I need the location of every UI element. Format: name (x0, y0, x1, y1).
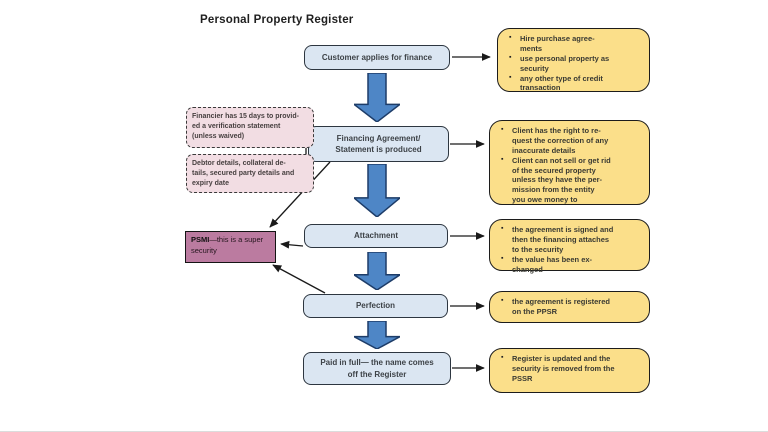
callout-register-updated: Register is updated and the security is … (489, 348, 650, 393)
callout-client-rights: Client has the right to re- quest the co… (489, 120, 650, 205)
bullet-item: the agreement is registered on the PPSR (498, 296, 643, 317)
flow-step-paid-in-full: Paid in full— the name comes off the Reg… (303, 352, 451, 385)
bullet-item: Hire purchase agree- ments (506, 33, 643, 54)
bullet-list: Hire purchase agree- ments use personal … (502, 33, 643, 94)
flow-step-attachment: Attachment (304, 224, 448, 248)
note-verification-statement: Financier has 15 days to provid- ed a ve… (186, 107, 314, 148)
psmi-box: PSMI—this is a super security (185, 231, 276, 263)
bullet-list: the agreement is signed and then the fin… (494, 224, 643, 275)
bullet-item: use personal property as security (506, 53, 643, 74)
flow-step-financing-agreement: Financing Agreement/ Statement is produc… (308, 126, 449, 162)
callout-finance-types: Hire purchase agree- ments use personal … (497, 28, 650, 92)
note-debtor-details: Debtor details, collateral de- tails, se… (186, 154, 314, 193)
flow-step-perfection: Perfection (303, 294, 448, 318)
bullet-list: the agreement is registered on the PPSR (494, 296, 643, 317)
callout-attachment-details: the agreement is signed and then the fin… (489, 219, 650, 275)
down-arrow-1 (354, 73, 400, 122)
bullet-item: the agreement is signed and then the fin… (498, 224, 643, 255)
flow-step-customer-applies: Customer applies for finance (304, 45, 450, 70)
bullet-item: any other type of credit transaction (506, 73, 643, 94)
bullet-list: Register is updated and the security is … (494, 353, 643, 384)
bullet-item: Client can not sell or get rid of the se… (498, 155, 643, 205)
down-arrow-4 (354, 321, 400, 349)
page-title: Personal Property Register (200, 14, 354, 26)
bullet-item: Register is updated and the security is … (498, 353, 643, 384)
psmi-term: PSMI (191, 235, 210, 244)
callout-registration: the agreement is registered on the PPSR (489, 291, 650, 323)
down-arrow-3 (354, 252, 400, 290)
bullet-item: Client has the right to re- quest the co… (498, 125, 643, 156)
bullet-list: Client has the right to re- quest the co… (494, 125, 643, 205)
bullet-item: the value has been ex- changed (498, 254, 643, 275)
down-arrow-2 (354, 164, 400, 217)
psmi-text: —this is a super security (191, 235, 264, 255)
